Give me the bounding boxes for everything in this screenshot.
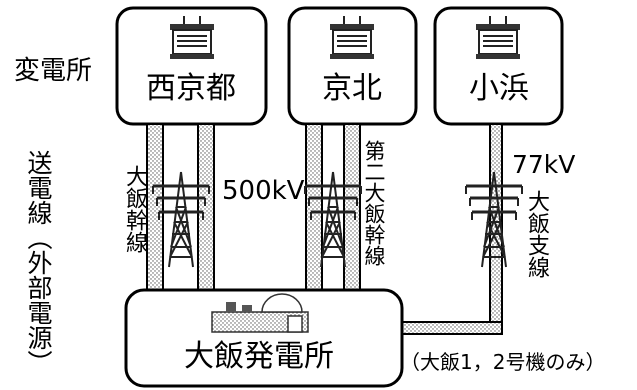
substation-nishikyoto-label: 西京都 [146,71,236,106]
voltage-77kv-label: 77kV [512,150,576,179]
substation-obama-label: 小浜 [469,71,529,106]
voltage-500kv-label: 500kV [222,176,305,206]
substation-box-nishikyoto [115,6,268,126]
transmission-lines-caption: 送電線（外部電源） [24,150,53,375]
line-second-ooi-main-label: 第二大飯幹線 [362,140,386,266]
line-second-ooi-main [305,123,361,293]
plant-name: 大飯発電所 [184,339,334,374]
substation-keihoku-label: 京北 [322,71,382,106]
units-note: （大飯1，2号機のみ） [400,350,606,374]
line-ooi-main [146,123,215,293]
line-ooi-branch-label: 大飯支線 [524,190,549,278]
substation-caption: 変電所 [14,56,93,86]
plant-box [124,288,404,388]
power-plant-icon [211,293,309,333]
line-ooi-main-label: 大飯幹線 [122,165,147,253]
